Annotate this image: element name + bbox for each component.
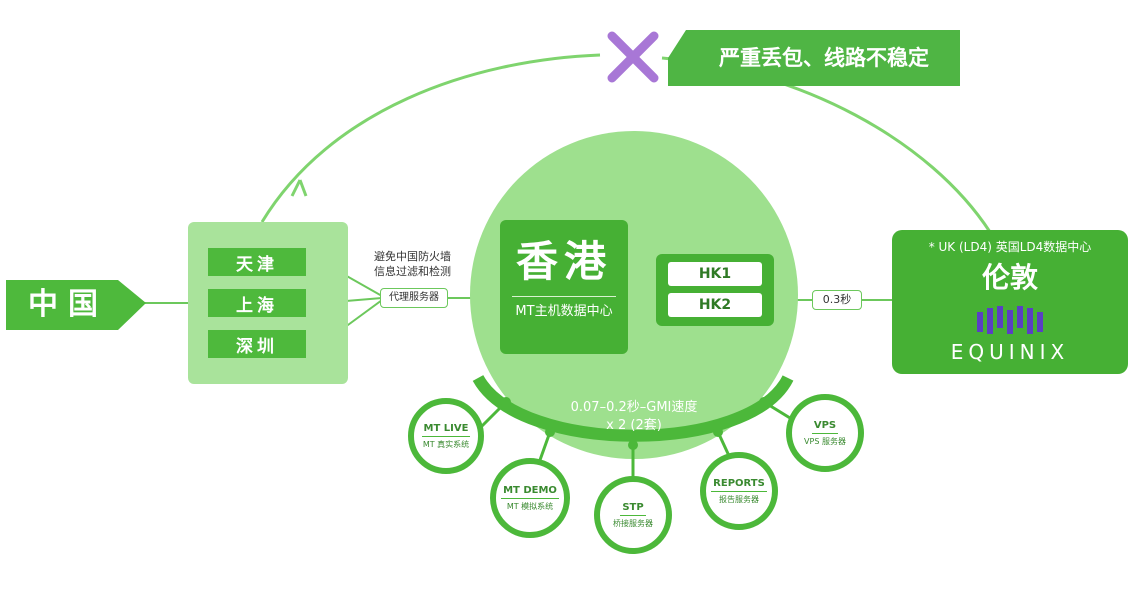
hk-subtitle: MT主机数据中心 [515, 304, 613, 319]
hk-title: 香港 [515, 237, 612, 286]
service-title: REPORTS [711, 478, 767, 492]
service-mt-demo: MT DEMO MT 模拟系统 [490, 458, 570, 538]
london-note: * UK (LD4) 英国LD4数据中心 [928, 240, 1092, 254]
spoke-5 [763, 400, 791, 420]
hk-divider [512, 296, 616, 297]
server-hk1: HK1 [668, 262, 762, 286]
speed-line1: 0.07–0.2秒–GMI速度 [570, 400, 698, 415]
proxy-note-line2: 信息过滤和检测 [374, 265, 451, 278]
service-subtitle: MT 模拟系统 [506, 501, 554, 511]
service-subtitle: 报告服务器 [719, 494, 759, 504]
arc-left [260, 53, 601, 223]
service-mt-live: MT LIVE MT 真实系统 [408, 398, 484, 474]
service-vps: VPS VPS 服务器 [786, 394, 864, 472]
hk-circle [470, 131, 798, 459]
server-hk2: HK2 [668, 293, 762, 317]
warning-text: 严重丢包、线路不稳定 [719, 46, 929, 70]
service-title: MT DEMO [501, 485, 559, 499]
city-shanghai: 上海 [208, 289, 306, 317]
london-brand: EQUINIX [950, 340, 1070, 364]
x-mark-icon [607, 31, 659, 83]
london-box [892, 230, 1128, 374]
speed-line2: x 2 (2套) [606, 418, 662, 433]
service-subtitle: MT 真实系统 [422, 439, 470, 449]
service-subtitle: 桥接服务器 [613, 518, 653, 528]
proxy-note-line1: 避免中国防火墙 [374, 250, 451, 263]
service-title: VPS [811, 420, 839, 434]
service-stp: STP 桥接服务器 [594, 476, 672, 554]
arc-arrow-icon [290, 179, 308, 197]
china-label: 中国 [28, 287, 108, 322]
service-title: MT LIVE [421, 423, 471, 437]
service-reports: REPORTS 报告服务器 [700, 452, 778, 530]
city-shenzhen: 深圳 [208, 330, 306, 358]
china-arrow-shape [6, 280, 146, 330]
service-title: STP [620, 502, 646, 516]
proxy-label: 代理服务器 [380, 288, 448, 308]
equinix-logo-icon [977, 306, 1043, 334]
warning-banner-shape [668, 30, 960, 86]
city-tianjin: 天津 [208, 248, 306, 276]
service-subtitle: VPS 服务器 [804, 436, 846, 446]
london-title: 伦敦 [981, 261, 1038, 294]
hk-box [500, 220, 628, 354]
latency-label: 0.3秒 [812, 290, 862, 310]
